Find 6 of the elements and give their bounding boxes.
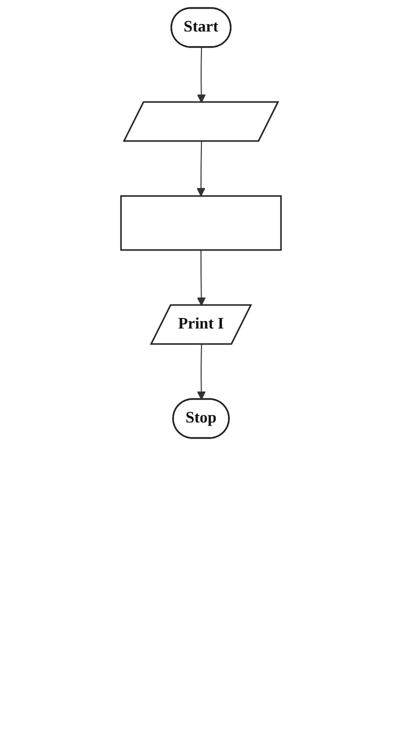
node-parallelogram — [122, 101, 280, 142]
arrow — [196, 47, 206, 103]
node-box — [120, 195, 282, 251]
arrow — [196, 344, 206, 400]
arrow — [196, 141, 206, 196]
arrow — [196, 250, 206, 306]
